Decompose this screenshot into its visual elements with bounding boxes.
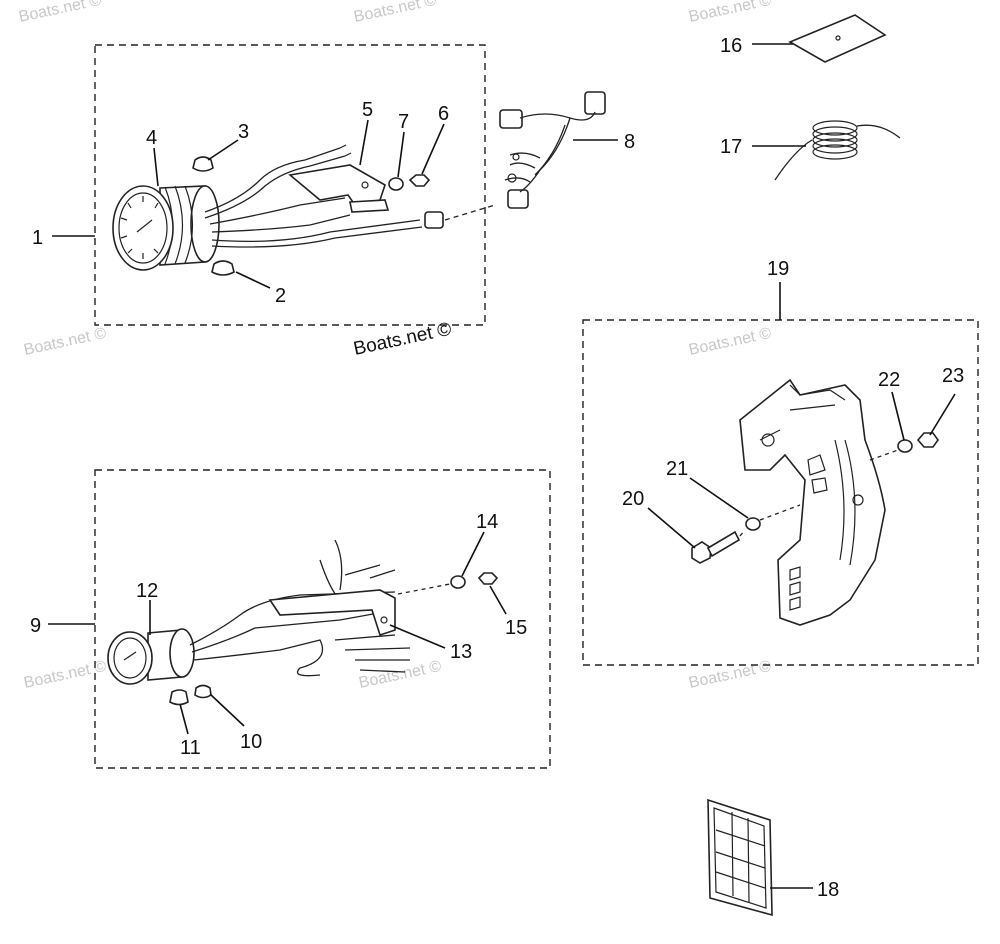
callout-8: 8 [624, 131, 635, 153]
callout-22: 22 [878, 369, 900, 391]
bulb-part-10 [194, 684, 212, 699]
callout-6: 6 [438, 103, 449, 125]
leader-lines [48, 43, 956, 889]
callout-14: 14 [476, 511, 498, 533]
callout-10: 10 [240, 731, 262, 753]
watermark-4: Boats.net © [22, 325, 108, 359]
washer-part-7 [388, 177, 404, 191]
nut-part-6 [408, 174, 431, 187]
tachometer-gauge [112, 144, 496, 271]
callout-11: 11 [180, 737, 201, 759]
decal-sheet-part-18 [707, 798, 773, 917]
trim-gauge [107, 539, 411, 685]
watermark-5: Boats.net © [687, 325, 773, 359]
callout-19: 19 [767, 258, 789, 280]
washer-part-22 [897, 439, 913, 453]
wiring-harness [499, 91, 606, 209]
callout-12: 12 [136, 580, 158, 602]
bulb-part-3 [192, 156, 214, 172]
group-box-trim-gauge [94, 469, 551, 769]
transom-bracket [739, 378, 886, 626]
watermark-1: Boats.net © [17, 0, 103, 26]
callout-3: 3 [238, 121, 249, 143]
watermark-2: Boats.net © [352, 0, 438, 26]
credit-text: Boats.net © [352, 319, 454, 360]
callout-18: 18 [817, 879, 839, 901]
washer-part-21 [745, 517, 761, 531]
callout-labels: 1 2 3 4 5 6 7 8 9 10 11 12 13 14 15 16 1… [30, 35, 964, 901]
callout-1: 1 [32, 227, 43, 249]
decal-part-16 [788, 14, 887, 63]
callout-17: 17 [720, 136, 742, 158]
socket-part-11 [169, 689, 189, 706]
watermark-3: Boats.net © [687, 0, 773, 26]
callout-2: 2 [275, 285, 286, 307]
gauge-bracket [288, 164, 390, 213]
coiled-wire-part-17 [774, 120, 901, 181]
callout-16: 16 [720, 35, 742, 57]
group-box-tachometer [94, 44, 486, 326]
callout-9: 9 [30, 615, 41, 637]
callout-13: 13 [450, 641, 472, 663]
washer-part-14 [450, 575, 466, 589]
callout-21: 21 [666, 458, 688, 480]
callout-23: 23 [942, 365, 964, 387]
callout-7: 7 [398, 111, 409, 133]
nut-part-23 [916, 432, 939, 448]
callout-20: 20 [622, 488, 644, 510]
callout-15: 15 [505, 617, 527, 639]
bulb-part-2 [211, 260, 235, 276]
watermark-7: Boats.net © [357, 658, 443, 692]
gauge-bracket-part-13 [268, 589, 396, 637]
watermark-8: Boats.net © [687, 658, 773, 692]
callout-5: 5 [362, 99, 373, 121]
callout-4: 4 [146, 127, 157, 149]
nut-part-15 [477, 572, 499, 585]
bolt-part-20 [691, 530, 741, 564]
